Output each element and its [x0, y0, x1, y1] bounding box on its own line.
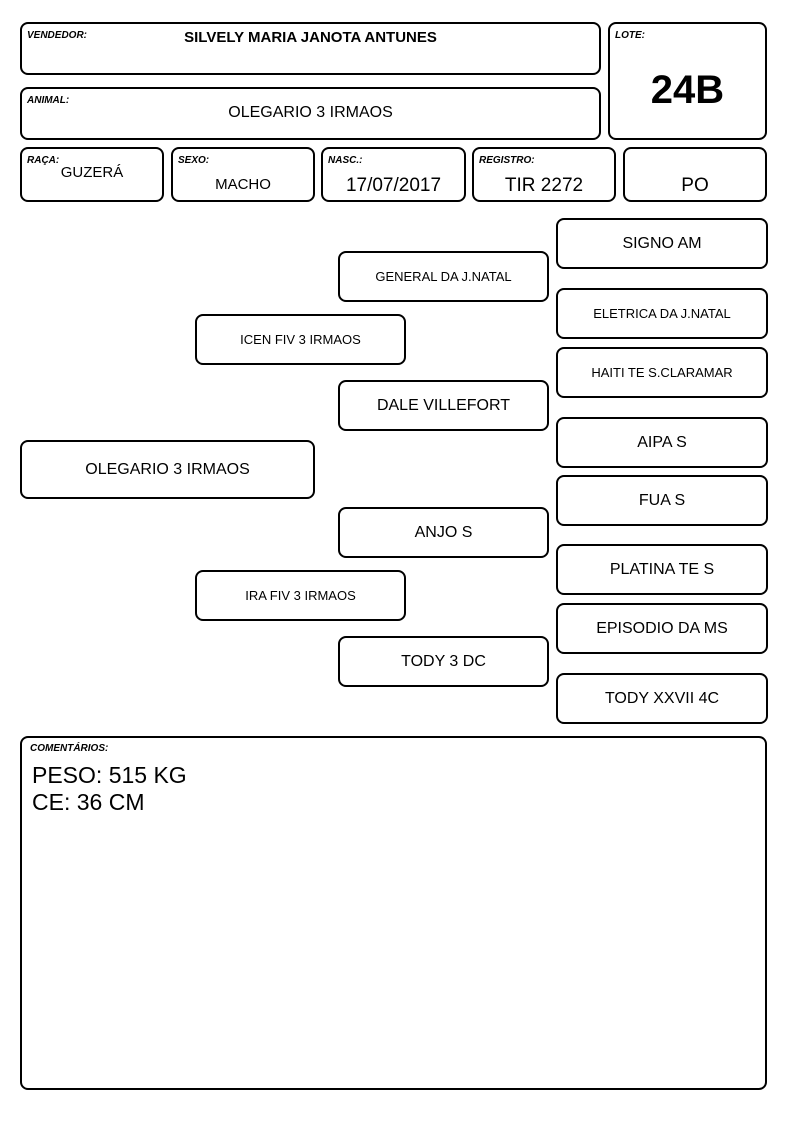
- raca-label: RAÇA:: [27, 155, 60, 166]
- comments-text: PESO: 515 KG CE: 36 CM: [32, 762, 187, 816]
- pedigree-sire: ICEN FIV 3 IRMAOS: [195, 314, 406, 365]
- pedigree-ggp-2: ELETRICA DA J.NATAL: [556, 288, 768, 339]
- categoria-value: PO: [681, 175, 709, 196]
- pedigree-dam-dam: TODY 3 DC: [338, 636, 549, 687]
- pedigree-ggp-6: PLATINA TE S: [556, 544, 768, 595]
- pedigree-ggp-8: TODY XXVII 4C: [556, 673, 768, 724]
- animal-value: OLEGARIO 3 IRMAOS: [228, 104, 393, 121]
- nasc-box: NASC.: 17/07/2017: [321, 147, 466, 202]
- pedigree-ggp-4: AIPA S: [556, 417, 768, 468]
- pedigree-sire-dam: DALE VILLEFORT: [338, 380, 549, 431]
- vendedor-value: SILVELY MARIA JANOTA ANTUNES: [184, 29, 437, 46]
- pedigree-ggp-3: HAITI TE S.CLARAMAR: [556, 347, 768, 398]
- comments-line-ce: CE: 36 CM: [32, 789, 145, 815]
- sexo-value: MACHO: [215, 176, 271, 193]
- sexo-box: SEXO: MACHO: [171, 147, 315, 202]
- pedigree-ggp-5: FUA S: [556, 475, 768, 526]
- comments-label: COMENTÁRIOS:: [30, 743, 109, 754]
- nasc-value: 17/07/2017: [345, 175, 442, 196]
- pedigree-sire-sire: GENERAL DA J.NATAL: [338, 251, 549, 302]
- registro-label: REGISTRO:: [479, 155, 535, 166]
- animal-label: ANIMAL:: [27, 95, 70, 106]
- sexo-label: SEXO:: [178, 155, 210, 166]
- comments-line-peso: PESO: 515 KG: [32, 762, 187, 788]
- raca-value: GUZERÁ: [60, 164, 124, 181]
- registro-value: TIR 2272: [504, 175, 584, 196]
- pedigree-ggp-7: EPISODIO DA MS: [556, 603, 768, 654]
- pedigree-dam-sire: ANJO S: [338, 507, 549, 558]
- lote-label: LOTE:: [615, 30, 645, 41]
- vendedor-box: VENDEDOR: SILVELY MARIA JANOTA ANTUNES: [20, 22, 601, 75]
- categoria-box: PO: [623, 147, 767, 202]
- comments-box: COMENTÁRIOS: PESO: 515 KG CE: 36 CM: [20, 736, 767, 1090]
- lote-value: 24B: [650, 68, 725, 112]
- pedigree-animal: OLEGARIO 3 IRMAOS: [20, 440, 315, 499]
- raca-box: RAÇA: GUZERÁ: [20, 147, 164, 202]
- pedigree-ggp-1: SIGNO AM: [556, 218, 768, 269]
- pedigree-dam: IRA FIV 3 IRMAOS: [195, 570, 406, 621]
- lote-box: LOTE: 24B: [608, 22, 767, 140]
- animal-box: ANIMAL: OLEGARIO 3 IRMAOS: [20, 87, 601, 140]
- vendedor-label: VENDEDOR:: [27, 30, 88, 41]
- nasc-label: NASC.:: [328, 155, 363, 166]
- registro-box: REGISTRO: TIR 2272: [472, 147, 616, 202]
